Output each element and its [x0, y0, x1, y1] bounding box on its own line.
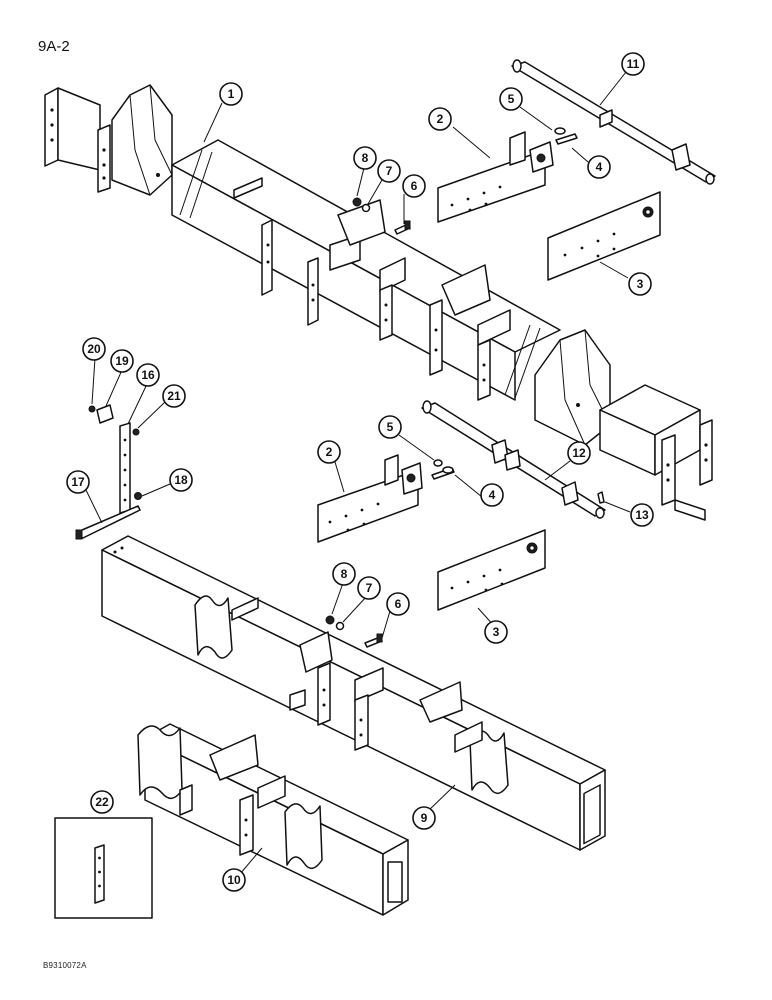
callout-label: 2 [437, 112, 444, 126]
spindle-plate-middle [317, 454, 423, 543]
callout: 2 [428, 107, 452, 131]
link-strap-assembly [75, 404, 142, 540]
callout: 16 [136, 363, 160, 387]
callout: 5 [499, 87, 523, 111]
callout-label: 6 [395, 597, 402, 611]
callout: 8 [353, 146, 377, 170]
callout-label: 16 [141, 368, 155, 382]
callout: 10 [222, 868, 246, 892]
callout-label: 4 [489, 488, 496, 502]
callout: 6 [386, 592, 410, 616]
bolt-hardware-middle [325, 615, 383, 648]
callout: 1 [219, 82, 243, 106]
callout-label: 11 [627, 57, 640, 71]
callout-label: 20 [87, 342, 101, 356]
callout-label: 3 [637, 277, 644, 291]
callout: 18 [169, 468, 193, 492]
callout: 6 [402, 174, 426, 198]
callout-label: 9 [421, 811, 428, 825]
callout-label: 7 [386, 164, 393, 178]
page-label: 9A-2 [38, 38, 70, 55]
callout-label: 4 [596, 160, 603, 174]
spindle-plate-upper [437, 131, 554, 223]
callout-label: 17 [71, 475, 85, 489]
callout: 17 [66, 470, 90, 494]
callout-label: 8 [362, 151, 369, 165]
callout-label: 22 [95, 795, 109, 809]
callout-label: 5 [387, 420, 394, 434]
callout: 2 [317, 440, 341, 464]
main-frame-upper [44, 84, 713, 521]
bolt-hardware-upper [352, 197, 411, 235]
callout: 20 [82, 337, 106, 361]
frame-tube-9 [101, 535, 606, 851]
callout-label: 3 [493, 625, 500, 639]
frame-tube-10 [137, 723, 409, 916]
callout: 8 [332, 562, 356, 586]
callout-label: 12 [572, 446, 586, 460]
callout: 19 [110, 349, 134, 373]
callout: 4 [587, 155, 611, 179]
callout-label: 1 [228, 87, 235, 101]
pin-upper [554, 127, 578, 145]
figure-code: B9310072A [43, 961, 87, 970]
callout: 12 [567, 441, 591, 465]
callout-label: 18 [174, 473, 188, 487]
leader-lines [85, 71, 631, 875]
callout-label: 7 [366, 581, 373, 595]
callout-label: 5 [508, 92, 515, 106]
callout-label: 19 [115, 354, 129, 368]
callout: 4 [480, 483, 504, 507]
inset-box-22 [54, 817, 153, 919]
axle-shaft-middle [421, 400, 606, 519]
callout-label: 21 [167, 389, 181, 403]
callout-label: 8 [341, 567, 348, 581]
callout: 21 [162, 384, 186, 408]
spindle-plate-upper-2 [547, 191, 661, 281]
callout-label: 10 [227, 873, 241, 887]
callout: 22 [90, 790, 114, 814]
pin-middle [431, 459, 455, 480]
callout: 11 [621, 52, 645, 76]
spindle-plate-middle-2 [437, 529, 546, 611]
axle-shaft-upper [511, 59, 716, 185]
callout: 3 [628, 272, 652, 296]
callout: 3 [484, 620, 508, 644]
callout: 7 [377, 159, 401, 183]
callout: 7 [357, 576, 381, 600]
callout-label: 13 [635, 508, 649, 522]
callout-label: 6 [411, 179, 418, 193]
callout: 13 [630, 503, 654, 527]
callout-label: 2 [326, 445, 333, 459]
callout: 9 [412, 806, 436, 830]
callout: 5 [378, 415, 402, 439]
